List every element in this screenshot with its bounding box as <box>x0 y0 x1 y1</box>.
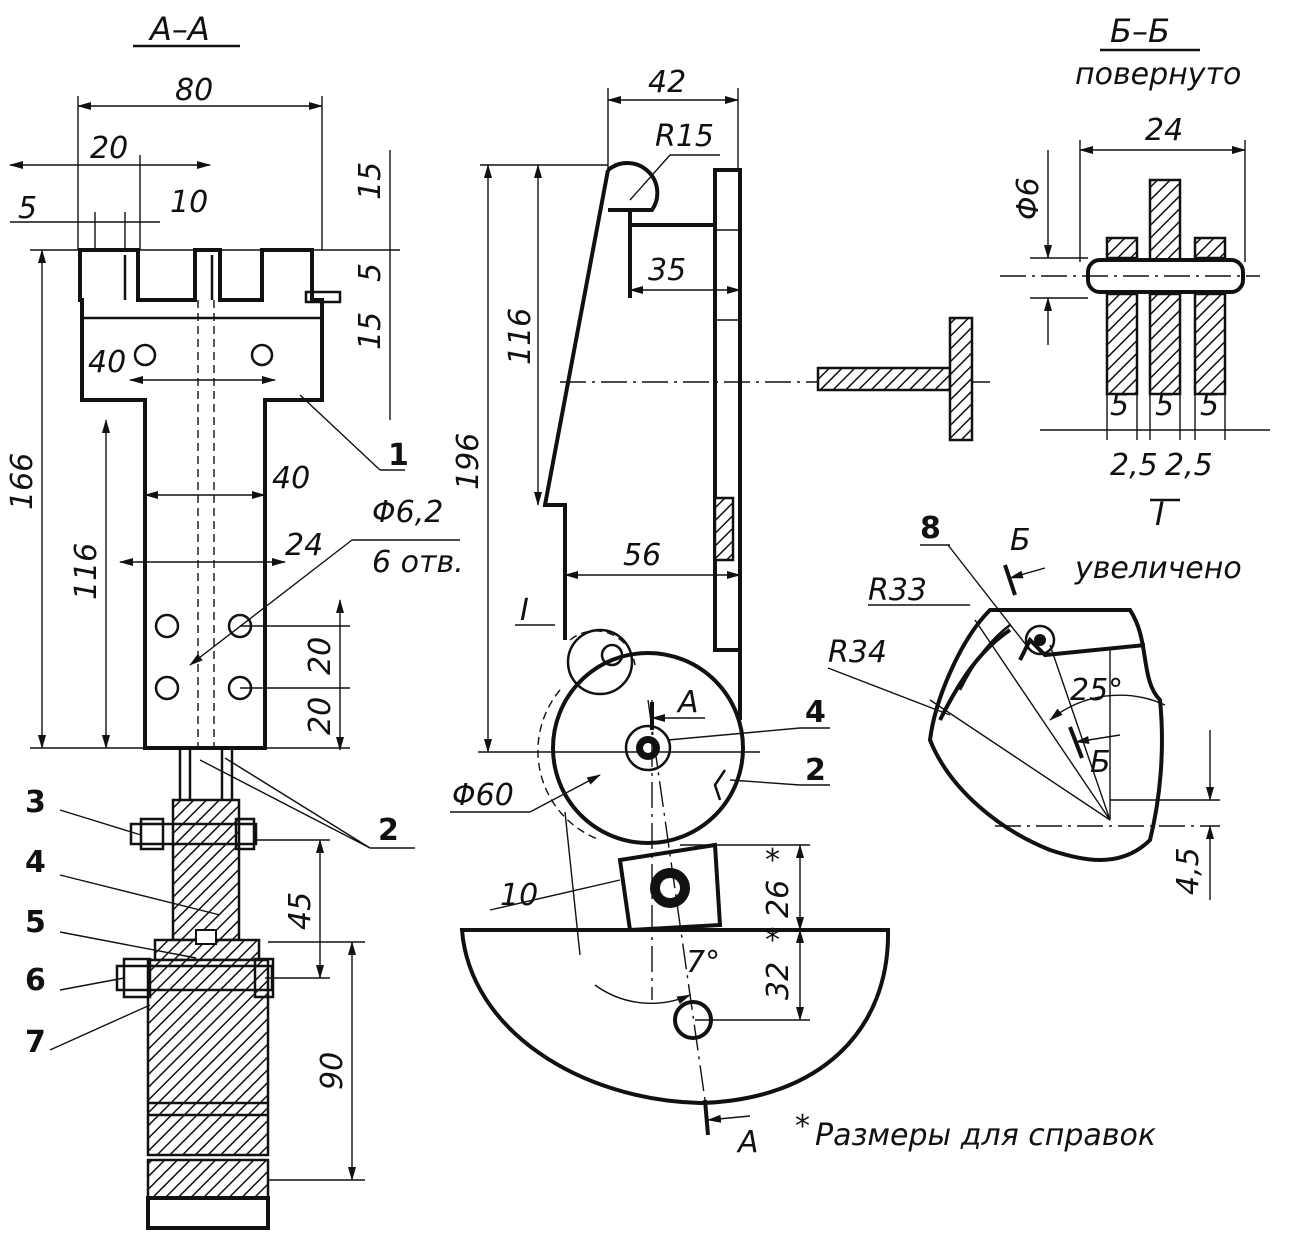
part-8: 8 <box>920 511 941 546</box>
dim-phi6: Φ6 <box>1011 177 1046 220</box>
section-bb-subtitle: повернуто <box>1075 57 1241 92</box>
dim-15-mid: 15 <box>353 312 388 350</box>
dim-196: 196 <box>451 433 486 490</box>
part-2-right: 2 <box>805 753 826 788</box>
part-6: 6 <box>25 963 46 998</box>
cut-label-i: I <box>520 593 529 628</box>
section-aa-view: А–А 80 20 5 10 15 5 15 <box>5 10 464 1230</box>
dim-56: 56 <box>623 538 661 573</box>
dim-phi60: Φ60 <box>452 778 514 813</box>
part-2-left: 2 <box>378 813 399 848</box>
dim-80: 80 <box>175 73 213 108</box>
dim-90: 90 <box>315 1052 350 1090</box>
dim-10: 10 <box>170 185 208 220</box>
dim-42: 42 <box>648 65 686 100</box>
dim-26: 26 <box>761 880 796 918</box>
part-4-right: 4 <box>805 695 826 730</box>
dim-5-z: 5 <box>1200 388 1219 423</box>
dim-r15: R15 <box>655 119 714 154</box>
dim-angle-25: 25° <box>1070 673 1123 708</box>
dim-r33: R33 <box>868 573 927 608</box>
dim-5: 5 <box>18 191 37 226</box>
part-1: 1 <box>388 438 409 473</box>
dim-32: 32 <box>761 962 796 1000</box>
dim-5-x: 5 <box>1110 388 1129 423</box>
footnote-star: * <box>795 1109 810 1144</box>
detail-i-view: I увеличено 25° R33 R34 8 Б Б 4,5 <box>827 495 1242 900</box>
part-7: 7 <box>25 1025 46 1060</box>
dim-116-left: 116 <box>69 543 104 600</box>
dim-5-right: 5 <box>353 263 388 282</box>
dim-4-5: 4,5 <box>1171 847 1206 895</box>
detail-i-subtitle: увеличено <box>1074 551 1242 586</box>
dim-45: 45 <box>283 892 318 930</box>
dim-hole-dia: Φ6,2 <box>372 495 443 530</box>
dim-2-5-a: 2,5 <box>1110 448 1158 483</box>
part-3: 3 <box>25 785 46 820</box>
dim-24-left: 24 <box>285 528 323 563</box>
dim-r34: R34 <box>828 635 887 670</box>
section-aa-title: А–А <box>148 10 210 48</box>
dim-116-mid: 116 <box>503 308 538 365</box>
detail-i-title: I <box>1155 495 1164 533</box>
dim-20-top: 20 <box>90 131 128 166</box>
dim-166: 166 <box>5 453 40 510</box>
cut-b-top: Б <box>1010 523 1031 558</box>
dim-2-5-b: 2,5 <box>1165 448 1213 483</box>
dim-20-b: 20 <box>303 697 338 735</box>
star-26: * <box>765 843 780 878</box>
dim-angle-7: 7° <box>686 945 720 980</box>
star-32: * <box>765 923 780 958</box>
side-view: 42 R15 35 116 196 56 I <box>450 65 1156 1160</box>
cut-a-bottom: А <box>736 1125 759 1160</box>
dim-40-top: 40 <box>88 345 126 380</box>
dim-40-mid: 40 <box>272 461 310 496</box>
cut-a-top: А <box>676 685 699 720</box>
dim-20-a: 20 <box>303 637 338 675</box>
section-bb-title: Б–Б <box>1110 12 1170 50</box>
footnote-text: Размеры для справок <box>815 1118 1156 1153</box>
part-5: 5 <box>25 905 46 940</box>
part-4-left: 4 <box>25 845 46 880</box>
dim-24-bb: 24 <box>1145 113 1183 148</box>
dim-10-mid: 10 <box>500 878 538 913</box>
section-bb-view: Б–Б повернуто 24 Φ6 5 5 5 2,5 2,5 <box>1000 12 1270 483</box>
cut-b-bottom: Б <box>1090 745 1111 780</box>
dim-15-top: 15 <box>353 162 388 200</box>
dim-hole-count: 6 отв. <box>372 545 464 580</box>
dim-35: 35 <box>648 253 686 288</box>
dim-5-y: 5 <box>1155 388 1174 423</box>
